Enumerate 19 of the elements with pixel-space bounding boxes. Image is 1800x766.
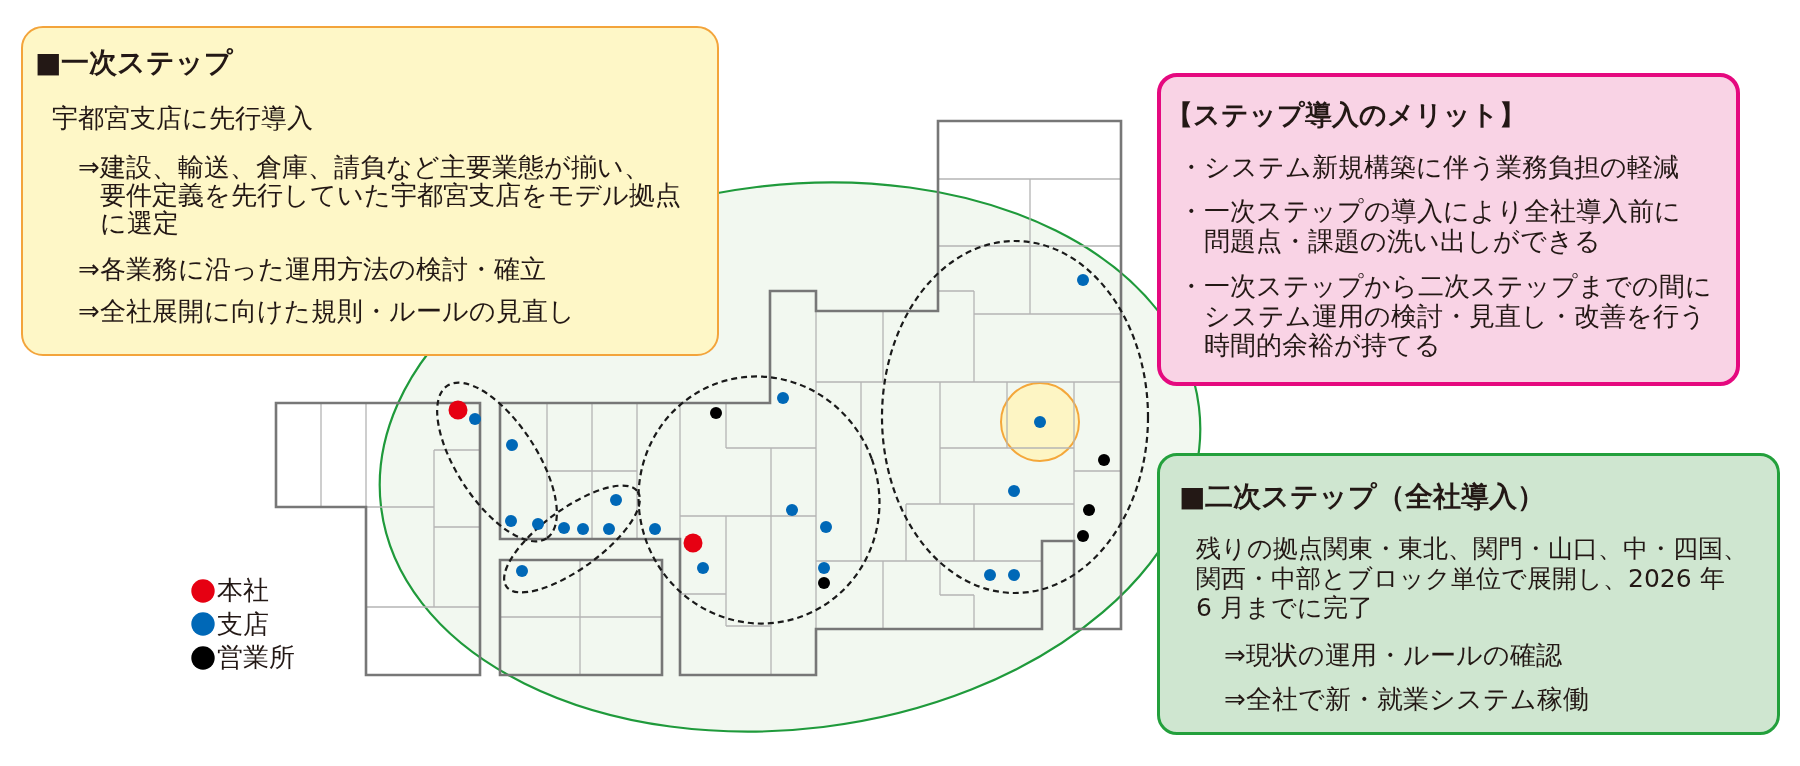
list-item: ⇒各業務に沿った運用方法の検討・確立 bbox=[78, 255, 546, 283]
heading: 【ステップ導入のメリット】 bbox=[1166, 98, 1526, 132]
list-item: ⇒建設、輸送、倉庫、請負など主要業態が揃い、要件定義を先行していた宇都宮支店をモデル拠点に選定 bbox=[78, 153, 682, 237]
list-item: ⇒全社で新・就業システム稼働 bbox=[1224, 684, 1589, 714]
heading: ■二次ステップ（全社導入） bbox=[1179, 480, 1546, 514]
list-item: ⇒現状の運用・ルールの確認 bbox=[1224, 640, 1562, 670]
list-item: ⇒全社展開に向けた規則・ルールの見直し bbox=[78, 297, 575, 325]
legend-label: 支店 bbox=[217, 607, 269, 641]
list-item: ・システム新規構築に伴う業務負担の軽減 bbox=[1178, 152, 1680, 182]
paragraph: 残りの拠点関東・東北、関門・山口、中・四国、関西・中部とブロック単位で展開し、2026 年 6 月までに完了 bbox=[1196, 534, 1749, 623]
note-panel bbox=[21, 26, 719, 356]
paragraph: 宇都宮支店に先行導入 bbox=[52, 103, 313, 133]
list-item: ・一次ステップから二次ステップまでの間にシステム運用の検討・見直し・改善を行う時間的余裕が持てる bbox=[1178, 272, 1713, 361]
legend-label: 営業所 bbox=[217, 641, 295, 674]
heading: ■一次ステップ bbox=[35, 46, 234, 80]
list-item: ・一次ステップの導入により全社導入前に問題点・課題の洗い出しができる bbox=[1178, 196, 1682, 256]
note-panel bbox=[1157, 73, 1740, 386]
legend-label: 本社 bbox=[217, 574, 269, 607]
note-panel bbox=[1157, 453, 1780, 735]
